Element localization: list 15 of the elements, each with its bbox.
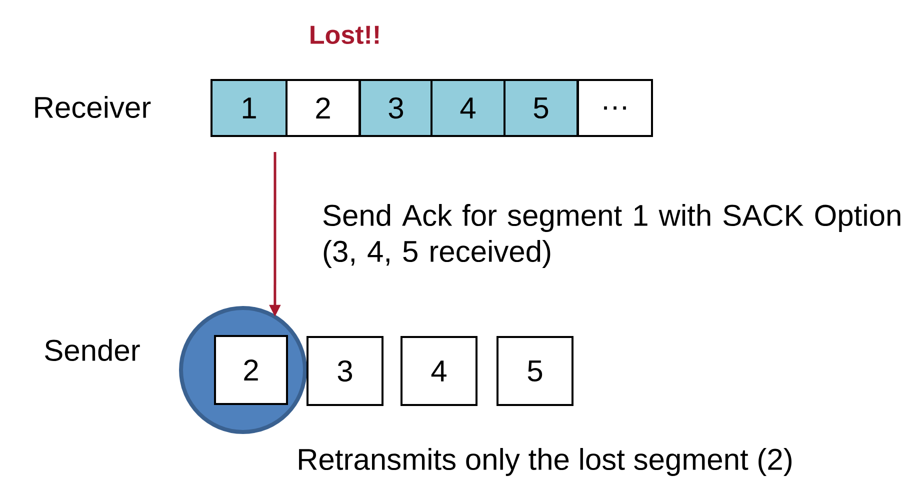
segment-box: 2: [214, 335, 288, 405]
segment-box: 4: [400, 336, 478, 406]
lost-label: Lost!!: [310, 26, 379, 44]
receiver-label: Receiver: [35, 96, 151, 118]
sender-label: Sender: [45, 338, 140, 362]
segment-cell: 3: [359, 79, 433, 137]
segment-cell: 5: [504, 79, 578, 137]
segment-box: …: [577, 79, 653, 137]
segment-box: 2: [286, 79, 360, 137]
segment-cell: 4: [430, 79, 506, 137]
segment-box: 3: [306, 336, 384, 406]
segment-box: 5: [496, 336, 574, 406]
caption: Retransmits only the lost segment (2): [299, 448, 792, 476]
edge-label: Send Ack for segment 1 with SACK Option (3, 4, 5 received): [323, 204, 900, 268]
segment-cell: 1: [210, 79, 288, 137]
